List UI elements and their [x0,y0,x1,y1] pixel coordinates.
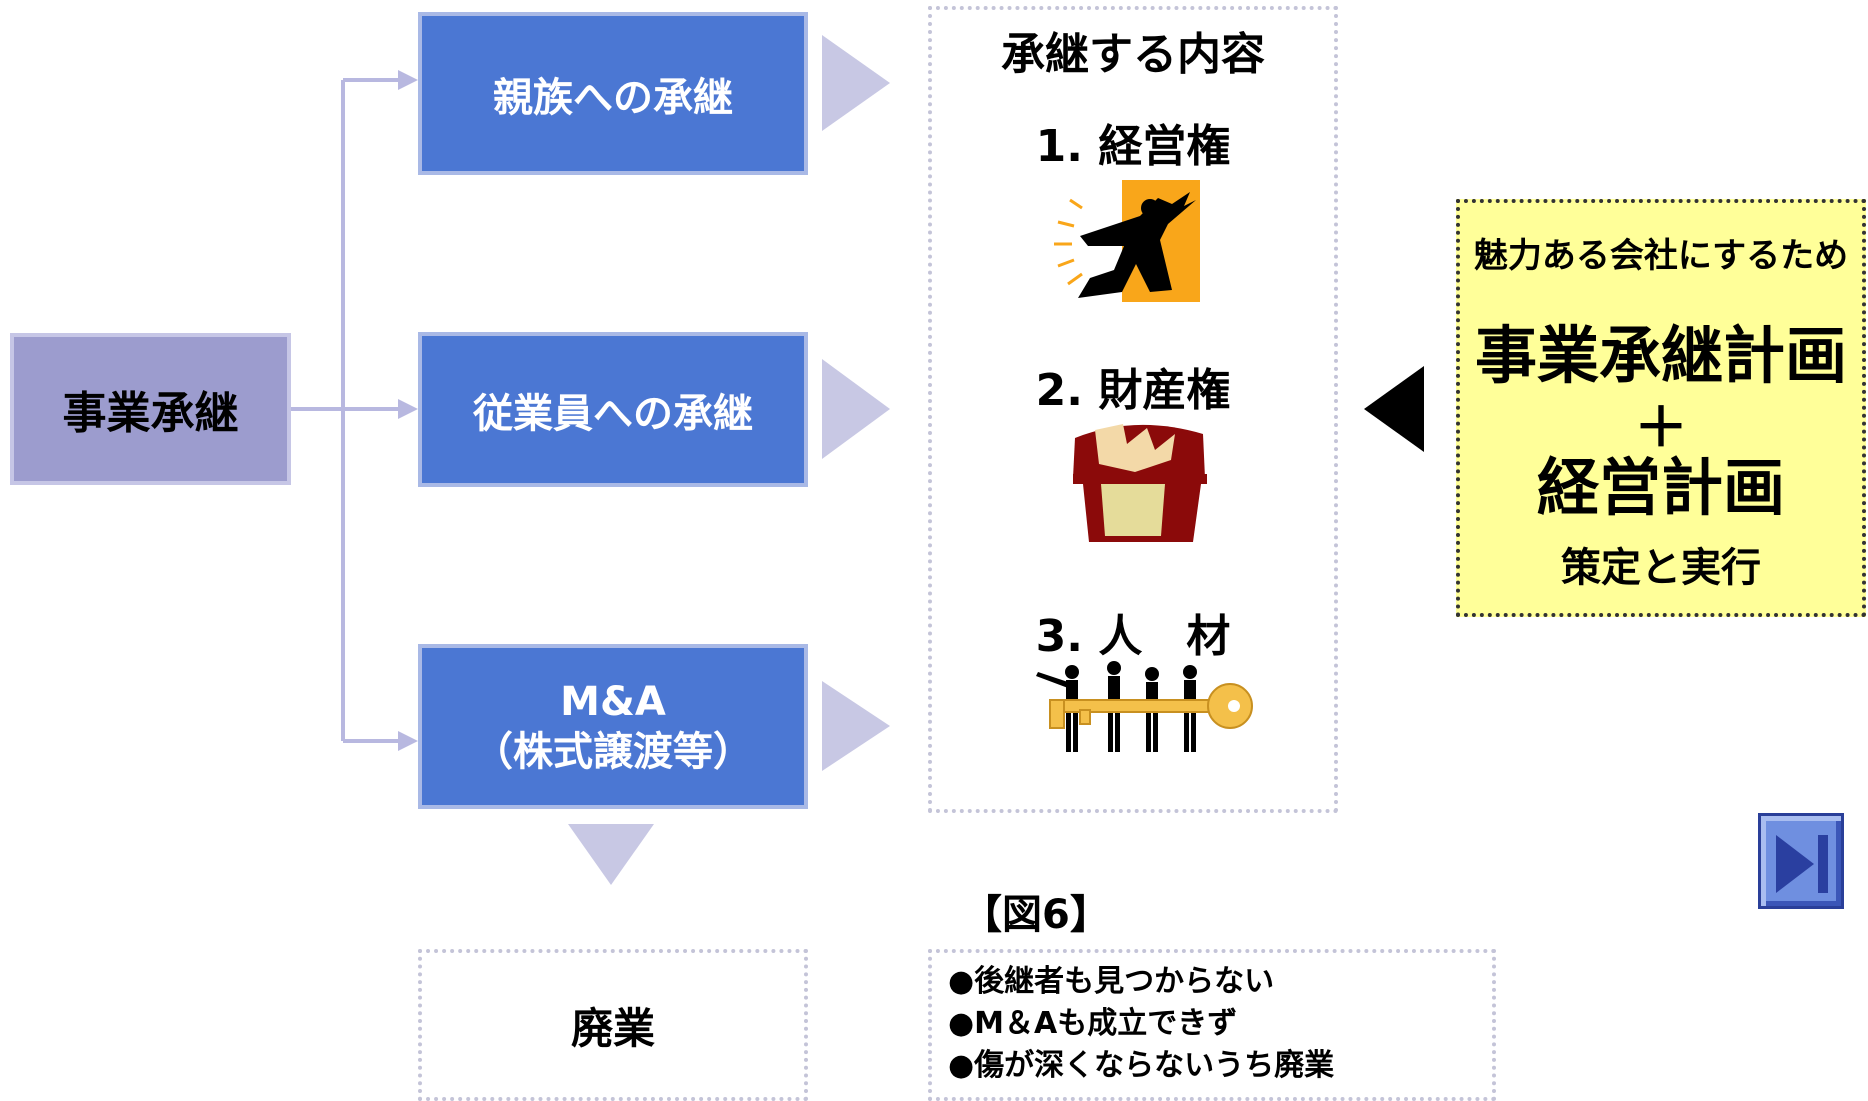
branch-box-ma: M&A （株式譲渡等） [418,644,808,809]
arrowhead-ma [398,731,418,751]
next-slide-button[interactable] [1758,813,1844,909]
branch-label-ma: M&A [560,678,666,725]
branch-label-employee: 従業員への承継 [473,390,753,437]
branch-label-family: 親族への承継 [493,74,733,121]
closure-note: ●傷が深くならないうち廃業 [948,1048,1335,1083]
plan-box [1456,199,1866,617]
people-carrying-key-icon [1036,661,1253,752]
content-panel-title: 承継する内容 [1001,29,1265,80]
root-box: 事業承継 [10,333,291,485]
branch-box-family: 親族への承継 [418,12,808,175]
branch-sublabel-ma: （株式譲渡等） [473,728,753,775]
closure-note: ●M＆Aも成立できず [948,1006,1238,1041]
content-item-2-label: 2. 財産権 [1035,365,1231,416]
skip-next-icon [1776,835,1828,893]
content-item-3-label: 3. 人 材 [1035,611,1231,662]
arrow-left-plan [1364,366,1424,452]
arrow-right-employee [822,359,890,459]
closure-notes-box [928,949,1496,1101]
plan-sub-title: 経営計画 [1536,451,1785,524]
content-item-1-label: 1. 経営権 [1035,121,1231,172]
plan-action: 策定と実行 [1561,545,1761,591]
plan-caption: 魅力ある会社にするため [1473,236,1849,276]
figure-label: 【図6】 [962,892,1110,938]
closure-box: 廃業 [418,949,808,1101]
plan-plus-sign: ＋ [1634,396,1688,459]
closure-note: ●後継者も見つからない [948,964,1275,999]
root-label: 事業承継 [62,388,239,439]
plan-main-title: 事業承継計画 [1474,319,1847,392]
branch-box-employee: 従業員への承継 [418,332,808,487]
arrow-right-family [822,35,890,131]
arrowhead-employee [398,399,418,419]
content-panel [928,6,1338,813]
authority-figure-icon [1054,180,1200,302]
arrowhead-family [398,70,418,90]
treasure-chest-icon [1073,424,1207,542]
closure-label: 廃業 [570,1003,655,1053]
arrow-down-closure [568,824,654,885]
arrow-right-ma [822,681,890,771]
